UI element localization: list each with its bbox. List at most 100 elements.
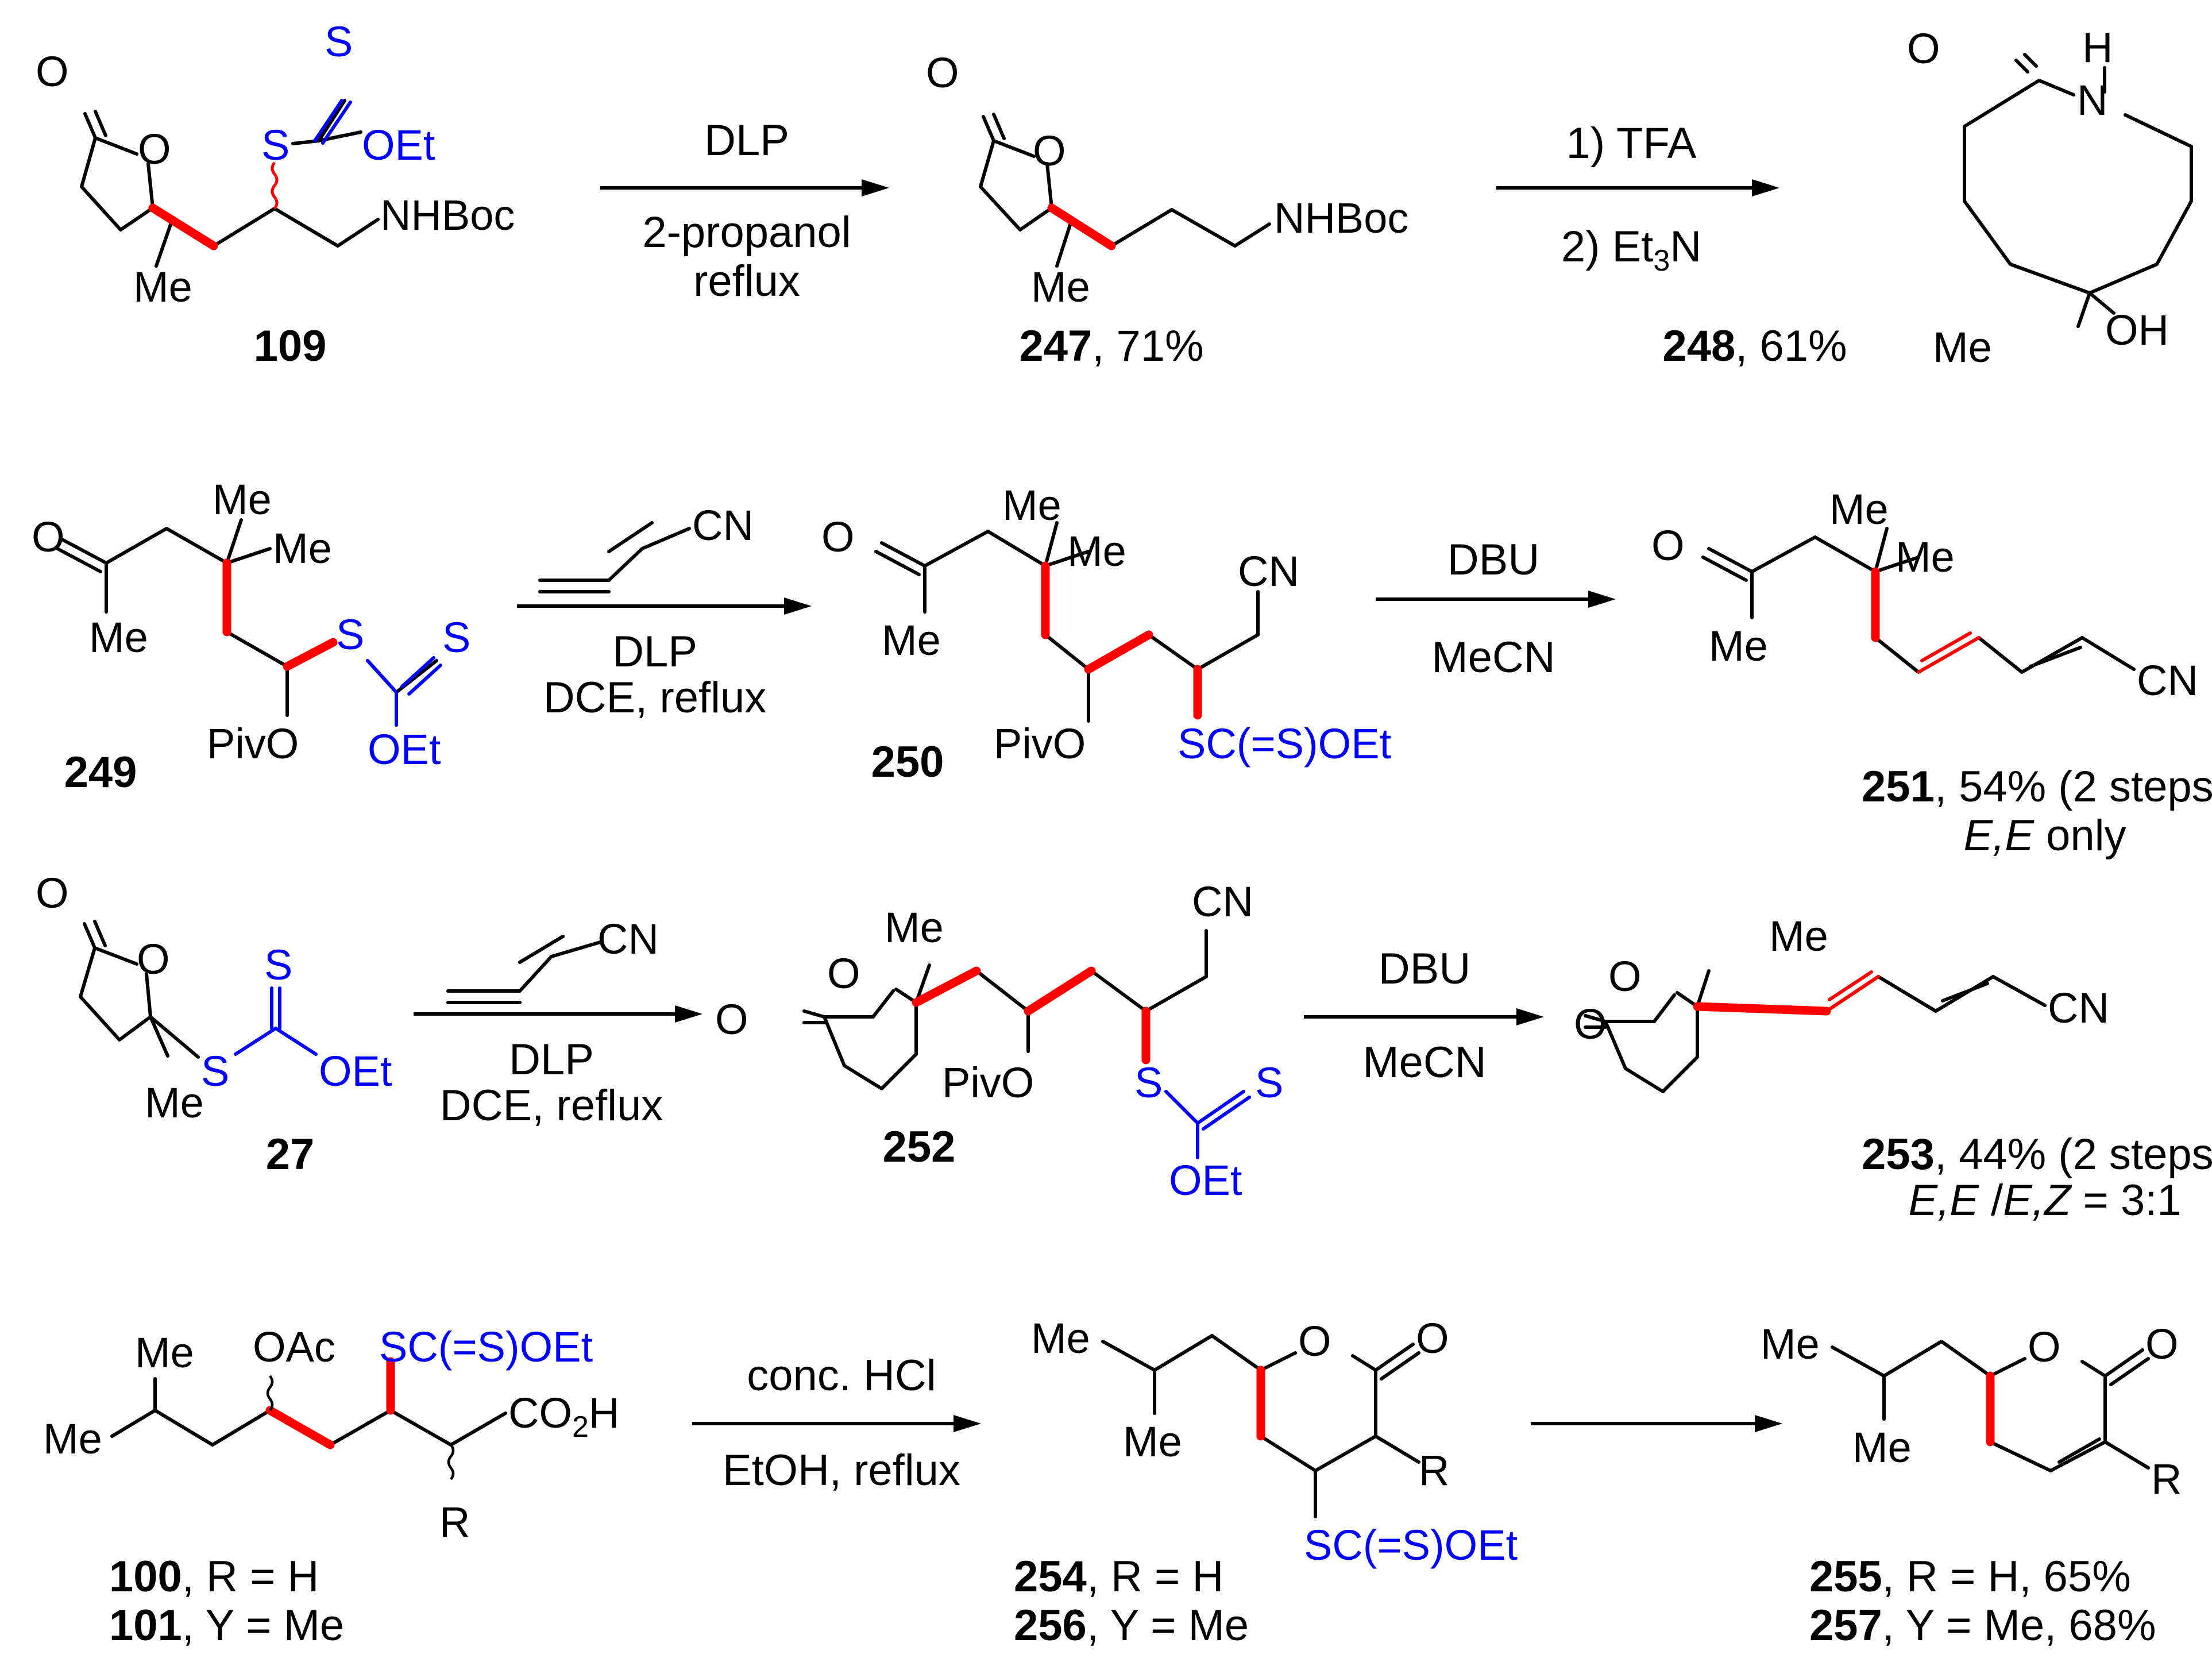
- compound-label-248: 248, 61%: [1662, 322, 1847, 371]
- atom-me: Me: [1852, 1424, 1912, 1471]
- reagent-tfa: 1) TFA: [1566, 119, 1697, 168]
- atom-o: O: [1651, 522, 1685, 569]
- compound-label-257: 257, Y = Me, 68%: [1809, 1601, 2156, 1650]
- reaction-arrow-8: [1531, 1415, 1782, 1432]
- reagent-dlp: DLP: [509, 1035, 594, 1084]
- atom-o: O: [827, 950, 860, 997]
- atom-r: R: [1419, 1447, 1449, 1494]
- atom-me: Me: [1896, 533, 1955, 581]
- atom-co2h: CO2H: [508, 1389, 619, 1444]
- atom-o: O: [1907, 25, 1940, 72]
- compound-100-101: Me Me OAc SC(=S)OEt CO2H R 100, R = H 10…: [43, 1323, 619, 1650]
- atom-cn: CN: [2048, 984, 2109, 1032]
- atom-me: Me: [89, 614, 148, 661]
- atom-s: S: [336, 611, 364, 658]
- compound-253: O O Me CN 253, 44% (2 steps) E,E /E,Z = …: [1574, 912, 2212, 1225]
- atom-o: O: [1033, 127, 1066, 175]
- atom-o: O: [821, 513, 855, 561]
- compound-247: O O Me NHBoc 247, 71%: [926, 49, 1408, 371]
- compound-250: O Me Me Me CN PivO SC(=S)OEt 250: [821, 481, 1392, 786]
- atom-s: S: [1134, 1059, 1163, 1106]
- reaction-arrow-4: DBU MeCN: [1376, 535, 1616, 682]
- atom-s: S: [201, 1047, 229, 1095]
- atom-me: Me: [1769, 912, 1828, 960]
- atom-s: S: [264, 941, 292, 989]
- atom-nhboc: NHBoc: [380, 191, 515, 239]
- atom-cn: CN: [1192, 878, 1253, 926]
- reagent-dbu: DBU: [1379, 944, 1470, 993]
- atom-me: Me: [145, 1079, 204, 1127]
- atom-r: R: [439, 1498, 470, 1546]
- atom-o: O: [715, 996, 748, 1043]
- compound-27: O O Me S S OEt 27: [36, 869, 392, 1179]
- atom-pivo: PivO: [942, 1059, 1034, 1106]
- compound-label-254: 254, R = H: [1014, 1552, 1223, 1601]
- atom-o: O: [2028, 1323, 2061, 1371]
- compound-label-100: 100, R = H: [109, 1552, 319, 1601]
- compound-248: O N H Me OH 248, 61%: [1662, 24, 2193, 371]
- atom-o: O: [137, 935, 170, 983]
- atom-me: Me: [43, 1415, 102, 1463]
- atom-o: O: [2145, 1320, 2179, 1368]
- atom-me: Me: [1829, 485, 1889, 533]
- compound-109: O O Me S S OEt NHBoc 109: [36, 18, 515, 371]
- group-xanthate: SC(=S)OEt: [379, 1323, 593, 1371]
- solvent-2-propanol: 2-propanol: [642, 208, 851, 257]
- atom-cn: CN: [692, 502, 754, 549]
- atom-oh: OH: [2105, 306, 2169, 354]
- compound-249: O Me Me Me S S OEt PivO 249: [32, 476, 470, 797]
- atom-me: Me: [135, 1329, 194, 1376]
- group-xanthate: SC(=S)OEt: [1304, 1521, 1518, 1569]
- solvent-dce-reflux: DCE, reflux: [440, 1081, 663, 1130]
- compound-label-101: 101, Y = Me: [109, 1601, 344, 1650]
- atom-cn: CN: [2137, 657, 2198, 704]
- compound-label-249: 249: [64, 748, 137, 797]
- compound-label-251: 251, 54% (2 steps): [1862, 762, 2212, 811]
- solvent-mecn: MeCN: [1431, 633, 1555, 682]
- atom-pivo: PivO: [994, 720, 1086, 768]
- reagent-dbu: DBU: [1447, 535, 1539, 584]
- atom-me: Me: [213, 476, 272, 523]
- atom-me: Me: [273, 525, 332, 572]
- atom-me: Me: [1002, 481, 1061, 529]
- reaction-arrow-2: 1) TFA 2) Et3N: [1496, 119, 1779, 277]
- solvent-etoh-reflux: EtOH, reflux: [723, 1446, 960, 1495]
- atom-me: Me: [1031, 263, 1090, 311]
- atom-o: O: [1416, 1314, 1449, 1362]
- atom-o: O: [32, 513, 65, 561]
- atom-o: O: [1298, 1317, 1331, 1365]
- compound-label-247: 247, 71%: [1019, 322, 1203, 371]
- atom-s: S: [325, 18, 353, 65]
- solvent-dce-reflux: DCE, reflux: [543, 673, 767, 722]
- compound-label-27: 27: [266, 1130, 315, 1179]
- reagent-conc-hcl: conc. HCl: [747, 1351, 936, 1400]
- atom-s: S: [1255, 1059, 1283, 1106]
- compound-255-257: Me Me O O R 255, R = H, 65% 257, Y = Me,…: [1761, 1320, 2182, 1650]
- atom-cn: CN: [597, 915, 659, 963]
- reaction-arrow-3: CN DLP DCE, reflux: [517, 502, 812, 722]
- atom-o: O: [1608, 953, 1642, 1000]
- compound-251: O Me Me Me CN 251, 54% (2 steps) E,E onl…: [1651, 485, 2212, 860]
- atom-pivo: PivO: [207, 720, 299, 768]
- atom-me: Me: [1067, 527, 1126, 575]
- compound-label-109: 109: [254, 322, 327, 371]
- condition-reflux: reflux: [693, 257, 800, 306]
- atom-me: Me: [1709, 622, 1768, 670]
- reaction-arrow-5: CN DLP DCE, reflux: [414, 915, 702, 1130]
- atom-me: Me: [1761, 1320, 1820, 1368]
- selectivity-253: E,E /E,Z = 3:1: [1908, 1176, 2181, 1225]
- atom-oet: OEt: [368, 726, 441, 773]
- atom-n: N: [2077, 76, 2107, 124]
- atom-me: Me: [1031, 1314, 1090, 1362]
- reaction-arrow-7: conc. HCl EtOH, reflux: [692, 1351, 981, 1495]
- atom-o: O: [926, 49, 959, 97]
- reaction-arrow-1: DLP 2-propanol reflux: [600, 116, 889, 306]
- atom-oet: OEt: [1169, 1156, 1242, 1204]
- atom-o: O: [1574, 1000, 1607, 1048]
- compound-label-255: 255, R = H, 65%: [1809, 1552, 2131, 1601]
- group-xanthate: SC(=S)OEt: [1178, 720, 1392, 768]
- atom-me: Me: [885, 904, 944, 951]
- atom-h: H: [2082, 24, 2113, 71]
- reagent-dlp: DLP: [704, 116, 789, 165]
